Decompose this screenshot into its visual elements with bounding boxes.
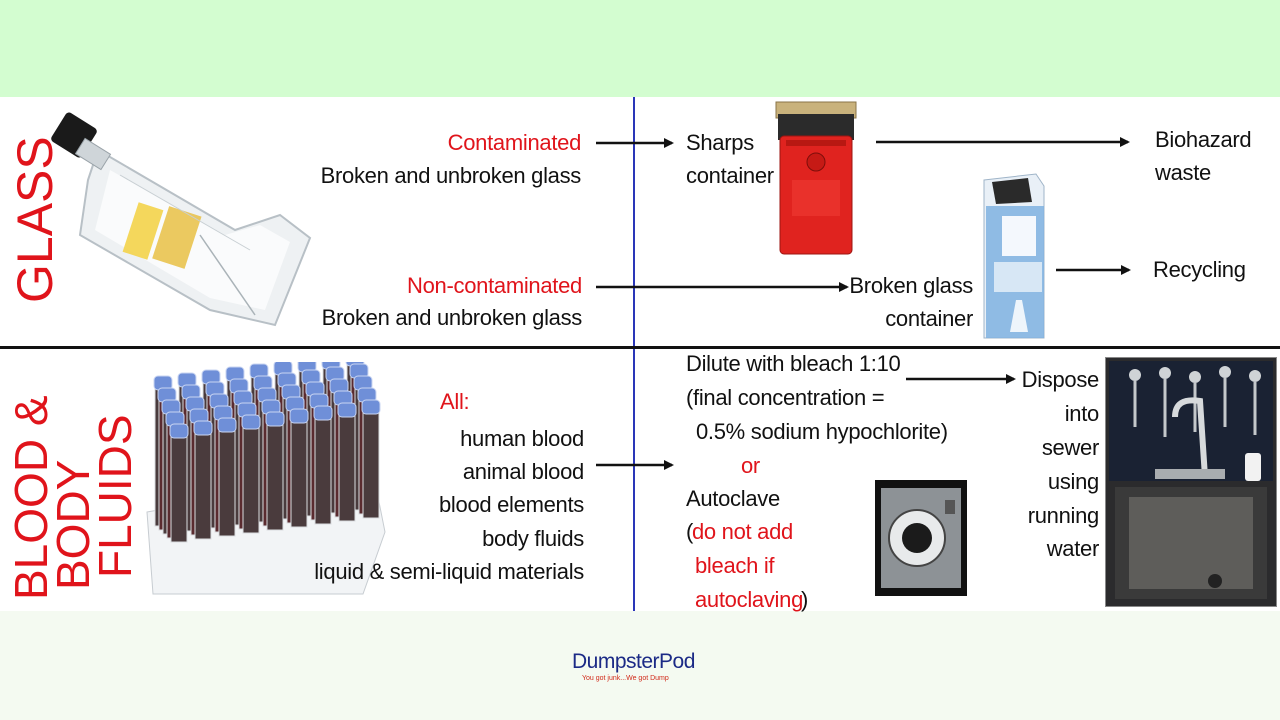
dispose-line6: water	[1046, 536, 1100, 561]
vertical-divider	[633, 97, 635, 611]
broken-glass-container-line1: Broken glass	[849, 273, 973, 298]
noncontaminated-description: Broken and unbroken glass	[321, 305, 583, 330]
biohazard-waste-line1: Biohazard	[1155, 127, 1252, 152]
dumpsterpod-logo: DumpsterPod You got junk...We got Dump	[572, 650, 695, 682]
sink-image	[1105, 357, 1277, 607]
all-label: All:	[440, 389, 470, 414]
biohazard-waste-line2: waste	[1155, 160, 1211, 185]
autoclave-image	[875, 480, 967, 596]
autoclave-label: Autoclave	[686, 486, 780, 511]
sharps-container-label-line2: container	[686, 163, 774, 188]
sharps-container-image	[775, 101, 857, 255]
blood-item-blood-elements: blood elements	[438, 492, 584, 517]
dispose-line5: running	[1027, 503, 1100, 528]
note-line3: autoclaving	[695, 587, 803, 612]
contaminated-label: Contaminated	[447, 130, 582, 155]
blood-item-human-blood: human blood	[460, 426, 584, 451]
dilute-line3: 0.5% sodium hypochlorite)	[696, 419, 948, 444]
dispose-line1: Dispose	[1021, 367, 1100, 392]
broken-glass-container-image	[983, 173, 1045, 339]
dilute-line2: (final concentration =	[686, 385, 885, 410]
broken-glass-container-line2: container	[885, 306, 973, 331]
top-band	[0, 0, 1280, 97]
logo-tagline: You got junk...We got Dump	[582, 675, 669, 682]
blood-item-liquid-materials: liquid & semi-liquid materials	[314, 559, 584, 584]
dispose-line2: into	[1064, 401, 1100, 426]
dilute-line1: Dilute with bleach 1:10	[686, 351, 901, 376]
blood-item-animal-blood: animal blood	[462, 459, 584, 484]
blood-item-body-fluids: body fluids	[482, 526, 584, 551]
dispose-line4: using	[1047, 469, 1099, 494]
dispose-line3: sewer	[1041, 435, 1099, 460]
contaminated-description: Broken and unbroken glass	[320, 163, 582, 188]
glass-bottle-image	[51, 112, 312, 327]
note-paren-close: )	[801, 587, 809, 612]
sharps-container-label-line1: Sharps	[686, 130, 754, 155]
blood-tubes-image	[146, 362, 386, 595]
recycling-label: Recycling	[1153, 257, 1246, 282]
or-label: or	[741, 453, 760, 478]
noncontaminated-label: Non-contaminated	[407, 273, 582, 298]
note-paren-open: (	[686, 519, 694, 544]
logo-name: DumpsterPod	[572, 650, 695, 673]
horizontal-divider	[0, 346, 1280, 349]
note-line1: do not add	[692, 519, 793, 544]
note-line2: bleach if	[695, 553, 775, 578]
